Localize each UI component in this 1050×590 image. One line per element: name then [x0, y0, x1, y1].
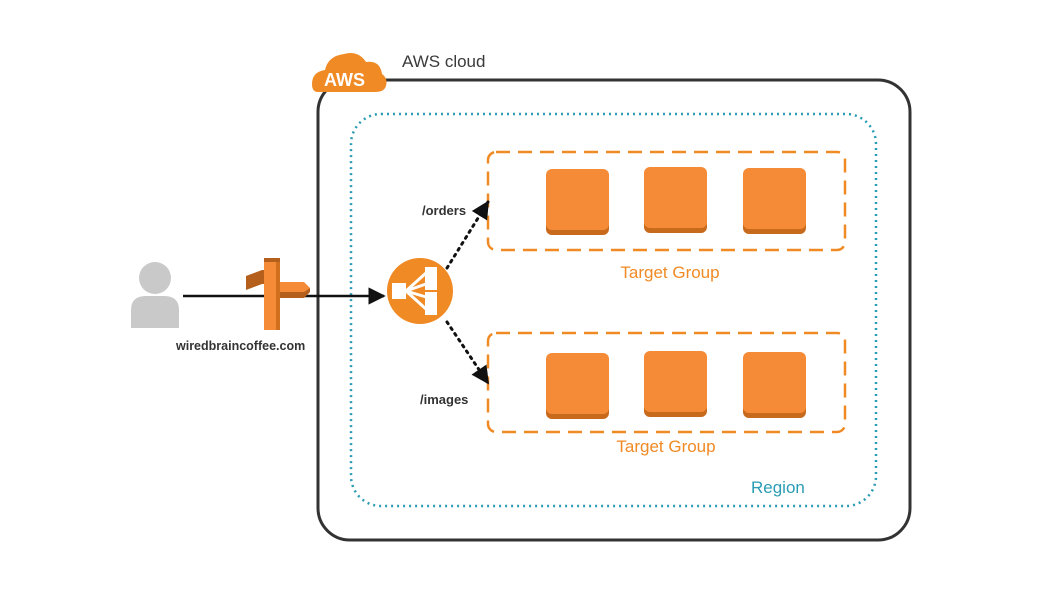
instance-icon [644, 167, 707, 233]
orders-route-arrow [445, 200, 490, 270]
instance-group-1 [546, 167, 806, 235]
region-label: Region [751, 478, 805, 497]
instance-icon [743, 352, 806, 418]
instance-icon [743, 168, 806, 234]
orders-route-label: /orders [422, 203, 467, 218]
user-icon [131, 262, 179, 328]
region-boundary [349, 112, 878, 508]
load-balancer-icon [387, 258, 453, 324]
aws-cloud-icon: AWS [312, 53, 387, 92]
target-group-label-2: Target Group [616, 437, 716, 456]
aws-cloud-boundary [316, 78, 912, 542]
instance-icon [546, 169, 609, 235]
route53-signpost-icon [246, 258, 310, 330]
instance-group-2 [546, 351, 806, 419]
target-group-label-1: Target Group [620, 263, 720, 282]
domain-label: wiredbraincoffee.com [176, 339, 306, 353]
instance-icon [546, 353, 609, 419]
images-route-label: /images [420, 392, 469, 407]
aws-badge-text: AWS [324, 70, 365, 90]
aws-cloud-title: AWS cloud [402, 52, 486, 71]
instance-icon [644, 351, 707, 417]
images-route-arrow [445, 320, 490, 385]
